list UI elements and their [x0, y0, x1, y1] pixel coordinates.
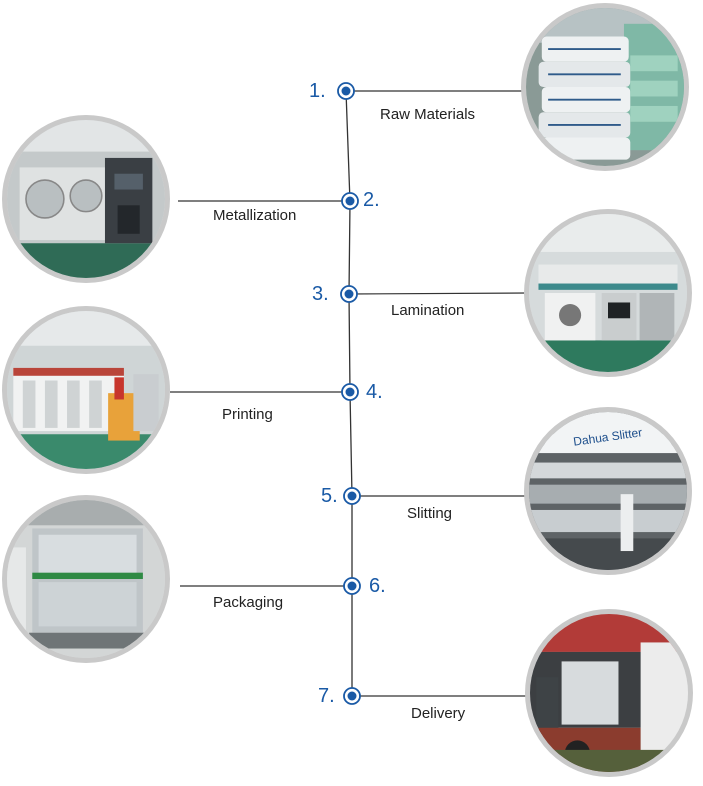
step-number-5: 5. [321, 485, 338, 507]
step-number-2: 2. [363, 189, 380, 211]
packaging-pallet-photo [2, 495, 170, 663]
printing-machine-photo [2, 306, 170, 474]
step-number-6: 6. [369, 575, 386, 597]
lamination-machine-photo [524, 209, 692, 377]
step-dot-3 [340, 285, 358, 303]
step-dot-7 [343, 687, 361, 705]
step-label-3: Lamination [391, 302, 465, 319]
step-label-4: Printing [222, 406, 273, 423]
step-dot-2 [341, 192, 359, 210]
raw-materials-photo [521, 3, 689, 171]
step-dot-1 [337, 82, 355, 100]
delivery-truck-photo [525, 609, 693, 777]
slitting-machine-photo: Dahua Slitter [524, 407, 692, 575]
metallization-machine-photo [2, 115, 170, 283]
step-label-5: Slitting [407, 505, 453, 522]
step-label-2: Metallization [213, 207, 297, 224]
step-number-4: 4. [366, 381, 383, 403]
step-number-3: 3. [312, 283, 329, 305]
step-number-7: 7. [318, 685, 335, 707]
step-dot-6 [343, 577, 361, 595]
step-dot-5 [343, 487, 361, 505]
step-dots [337, 82, 361, 705]
step-dot-4 [341, 383, 359, 401]
step-number-1: 1. [309, 80, 326, 102]
step-label-1: Raw Materials [380, 106, 476, 123]
step-label-6: Packaging [213, 594, 284, 611]
step-label-7: Delivery [411, 705, 466, 722]
connector-step-3 [348, 292, 528, 295]
